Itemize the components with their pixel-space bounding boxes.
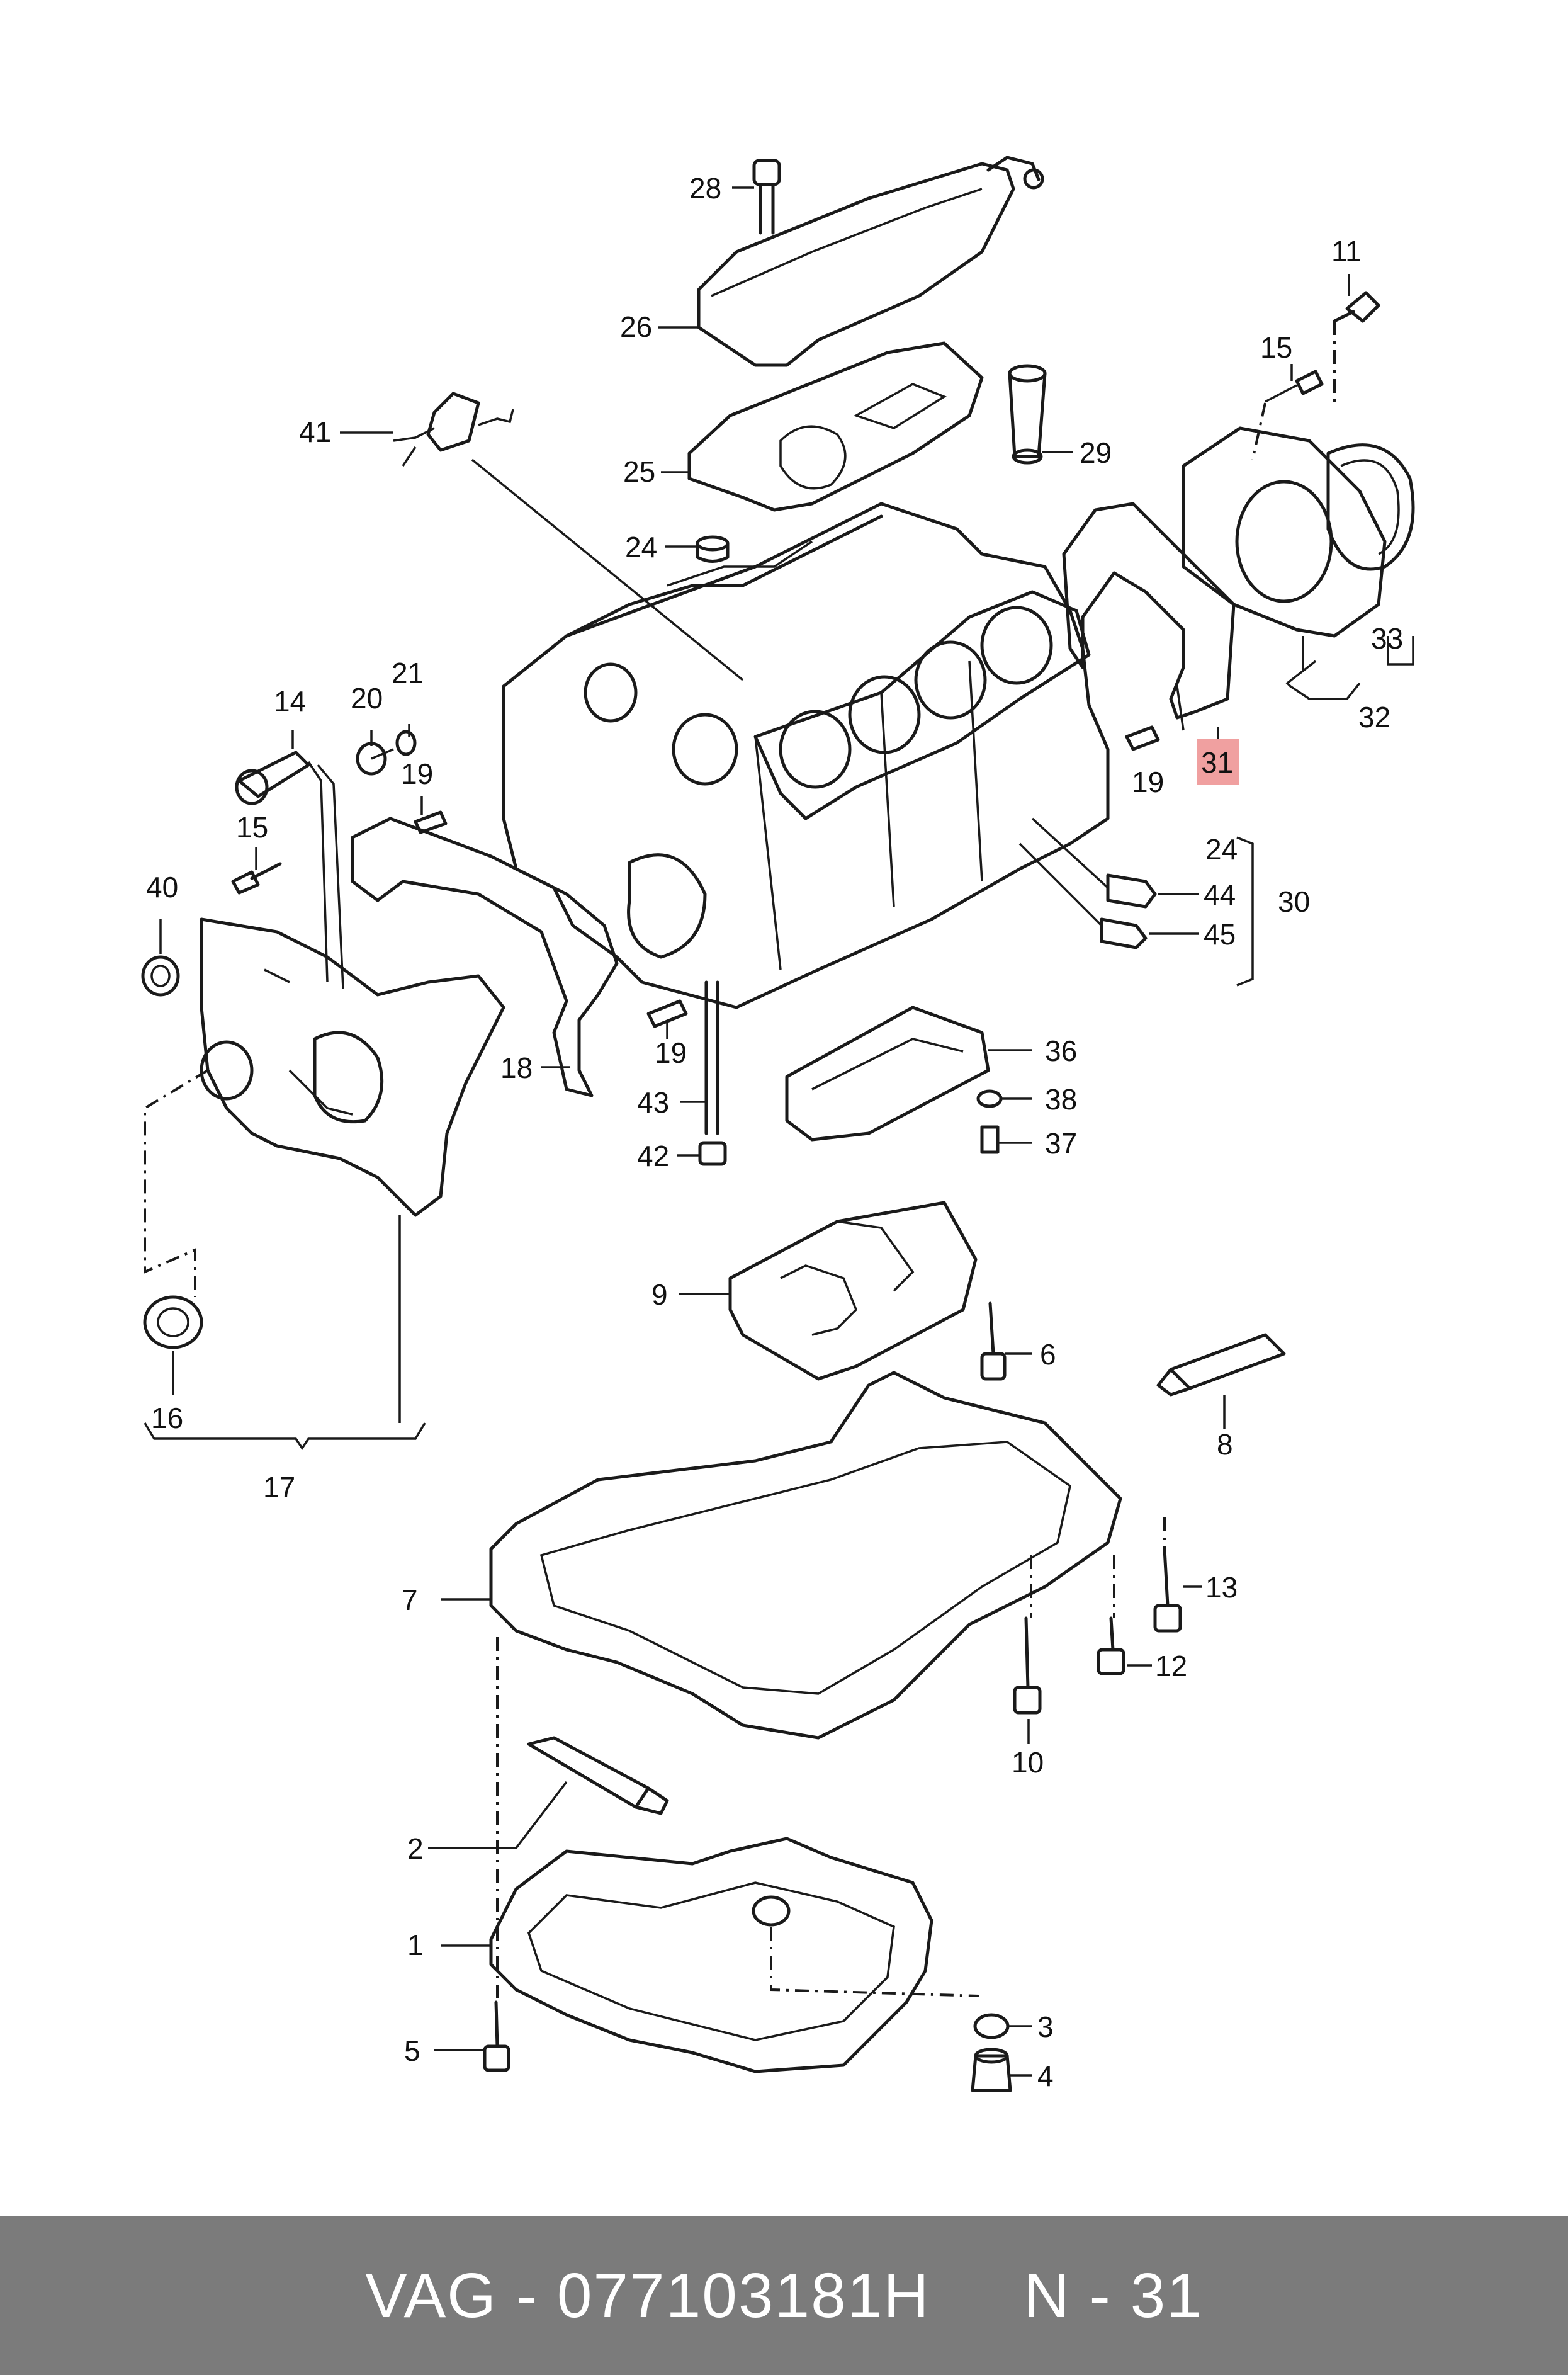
part-24-plug (696, 535, 730, 563)
label-12: 12 (1155, 1650, 1187, 1682)
part-number-footer: VAG - 077103181H N - 31 (0, 2216, 1568, 2375)
label-8: 8 (1217, 1428, 1233, 1461)
part-4-drain-plug (971, 2048, 1012, 2092)
part-44-bolt (1106, 873, 1157, 909)
label-17: 17 (263, 1471, 295, 1504)
part-10-bolt (1013, 1616, 1042, 1715)
part-28-bolt (752, 159, 781, 235)
part-14-tensioner (235, 751, 310, 805)
part-20-plug (356, 742, 394, 776)
label-3: 3 (1037, 2010, 1054, 2043)
part-15-bolt-left (231, 862, 282, 895)
label-43: 43 (637, 1086, 669, 1119)
part-31-gasket (1062, 502, 1236, 720)
label-13: 13 (1205, 1571, 1238, 1604)
label-38: 38 (1045, 1083, 1077, 1116)
label-26: 26 (620, 310, 652, 343)
label-24: 24 (1205, 833, 1238, 866)
part-3-washer (973, 2013, 1010, 2039)
part-42-nut (698, 1141, 727, 1166)
footer-gap (930, 2260, 1024, 2332)
part-12-bolt (1097, 1616, 1125, 1675)
part-19-pin-right (1125, 725, 1160, 751)
part-32-cover (1182, 426, 1415, 638)
footer-separator: - (497, 2260, 557, 2331)
part-16-seal (143, 1295, 203, 1349)
callout-labels: 28 26 11 15 41 29 25 24 33 32 21 14 20 1… (146, 172, 1403, 2092)
part-45-bolt (1100, 917, 1148, 949)
label-7: 7 (402, 1584, 418, 1616)
part-15-bolt-upper (1265, 370, 1324, 403)
label-9: 9 (651, 1278, 668, 1311)
label-42: 42 (637, 1140, 669, 1172)
label-15: 15 (1260, 331, 1292, 364)
footer-position: N - 31 (1024, 2260, 1203, 2331)
label-28: 28 (689, 172, 721, 205)
label-30: 30 (1278, 885, 1310, 918)
part-26-cover (697, 156, 1044, 367)
part-18-gasket (351, 817, 619, 1097)
label-14: 14 (274, 685, 306, 718)
engine-block (502, 502, 1110, 1009)
part-43-stud (704, 980, 719, 1135)
part-9-bedplate (728, 1201, 978, 1381)
label-11: 11 (1331, 235, 1362, 268)
part-40-seal (141, 955, 180, 997)
part-25-gasket (687, 341, 984, 512)
label-41: 41 (299, 416, 331, 448)
part-6-bolt (980, 1301, 1007, 1381)
label-44: 44 (1204, 878, 1236, 911)
part-19-pin-mid (646, 999, 688, 1028)
label-33: 33 (1371, 622, 1403, 655)
label-1: 1 (407, 1929, 424, 1961)
label-4: 4 (1037, 2060, 1054, 2092)
part-11-bolt (1333, 291, 1380, 323)
part-5-bolt (483, 2000, 510, 2072)
part-36-bracket (785, 1006, 990, 1142)
part-17-timing-cover (200, 917, 505, 1217)
part-29-plug (1008, 364, 1047, 465)
label-32: 32 (1358, 701, 1390, 734)
dash-lines (144, 321, 1336, 2002)
label-16: 16 (151, 1402, 183, 1434)
footer-brand: VAG (365, 2260, 497, 2331)
label-21: 21 (392, 657, 424, 689)
part-37-bolt (980, 1125, 1000, 1154)
label-37: 37 (1045, 1127, 1077, 1160)
label-19: 19 (401, 757, 433, 790)
label-15: 15 (236, 811, 268, 844)
label-25: 25 (623, 455, 655, 488)
part-1-lower-oil-pan (489, 1837, 933, 2073)
label-36: 36 (1045, 1034, 1077, 1067)
part-7-upper-oil-pan (489, 1371, 1122, 1740)
part-8-sealant-tube (1156, 1333, 1286, 1397)
footer-part-number: 077103181H (556, 2260, 930, 2331)
exploded-parts-diagram: 28 26 11 15 41 29 25 24 33 32 21 14 20 1… (141, 156, 1415, 2092)
label-2: 2 (407, 1832, 424, 1865)
label-31-highlighted: 31 (1201, 746, 1233, 779)
label-6: 6 (1040, 1338, 1056, 1371)
label-29: 29 (1080, 436, 1112, 469)
part-13-bolt (1153, 1547, 1182, 1633)
part-41-sensor (393, 392, 514, 467)
part-2-sealant-tube (527, 1736, 669, 1815)
label-18: 18 (500, 1051, 533, 1084)
label-19: 19 (655, 1036, 687, 1069)
part-21-ring (395, 730, 417, 756)
leader-lines (144, 186, 1414, 2077)
label-5: 5 (404, 2034, 420, 2067)
part-38-washer (976, 1089, 1003, 1108)
label-20: 20 (351, 682, 383, 715)
label-10: 10 (1012, 1746, 1044, 1779)
label-40: 40 (146, 871, 178, 904)
highlight-box-31 (1197, 739, 1239, 785)
label-24: 24 (625, 531, 657, 564)
label-19: 19 (1132, 766, 1164, 798)
label-45: 45 (1204, 918, 1236, 951)
